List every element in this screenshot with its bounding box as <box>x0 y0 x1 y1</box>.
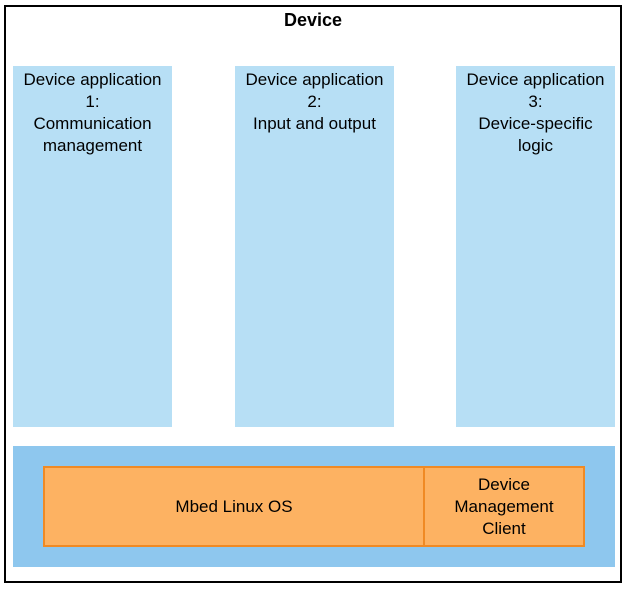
device-application-2: Device application 2: Input and output <box>235 66 394 427</box>
device-title: Device <box>283 10 343 30</box>
mbed-linux-os-box: Mbed Linux OS <box>43 466 425 547</box>
device-application-3: Device application 3: Device-specific lo… <box>456 66 615 427</box>
device-management-client-box: Device Management Client <box>423 466 585 547</box>
device-application-1: Device application 1: Communication mana… <box>13 66 172 427</box>
